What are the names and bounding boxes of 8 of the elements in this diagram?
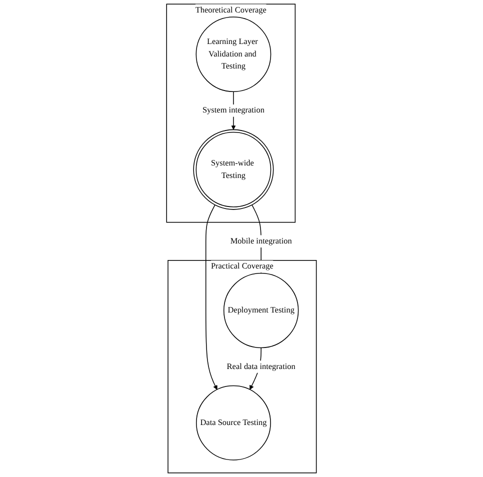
edge-label: System integration (202, 106, 264, 115)
arrow (206, 204, 218, 390)
edge-label: Real data integration (226, 362, 296, 371)
node-circle: Learning Layer Validation and Testing (196, 16, 272, 92)
edge-label: Mobile integration (230, 236, 292, 246)
node-circle: System-wide Testing (193, 129, 274, 210)
node-circle: Deployment Testing (224, 272, 299, 348)
node-circle: Data Source Testing (196, 385, 271, 460)
